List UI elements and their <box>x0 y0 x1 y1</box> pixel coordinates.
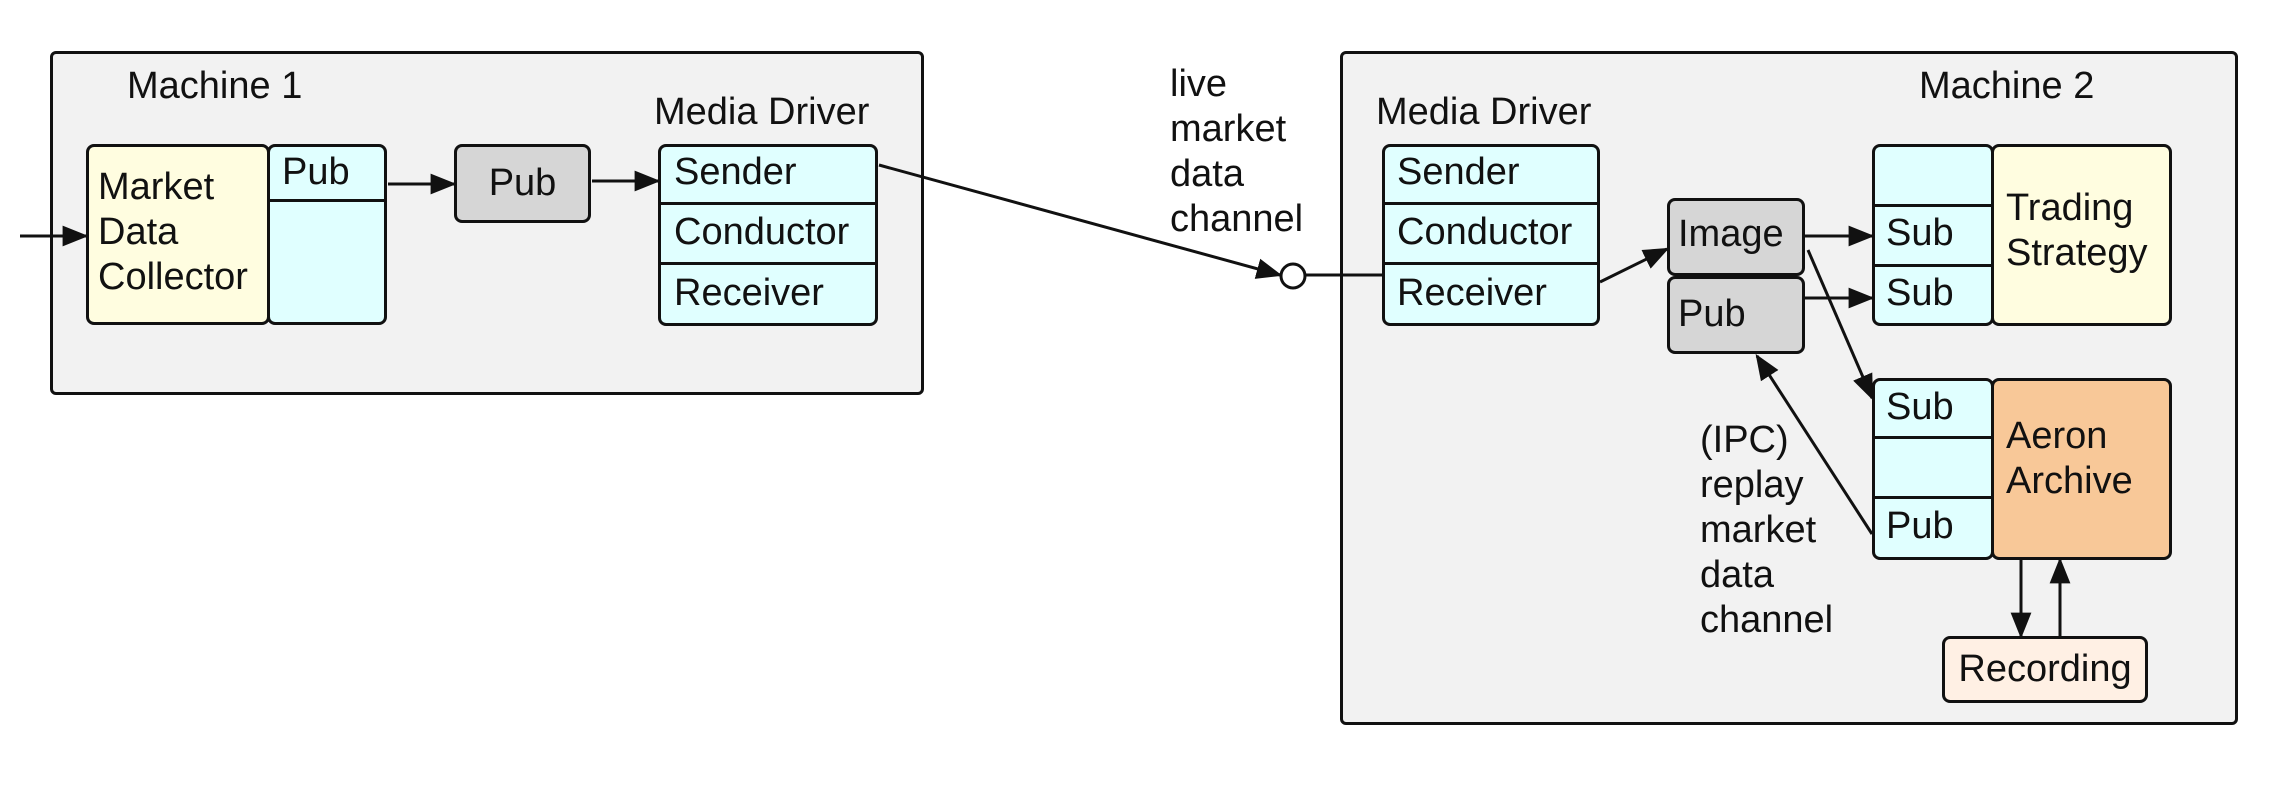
archive-sub-label: Sub <box>1886 386 1954 428</box>
live-channel-endpoint <box>1279 262 1307 290</box>
archive-pub-label: Pub <box>1886 505 1954 547</box>
machine-2-sender: Sender <box>1397 151 1520 193</box>
recording-box: Recording <box>1942 636 2148 703</box>
machine-1-driver-divider-2 <box>658 262 878 265</box>
image-label: Image <box>1678 213 1784 255</box>
machine-1-sender: Sender <box>674 151 797 193</box>
trading-sub-divider-2 <box>1872 264 1994 267</box>
trading-sub-2: Sub <box>1886 272 1954 314</box>
machine-2-driver-divider-1 <box>1382 202 1600 205</box>
machine-1-title: Machine 1 <box>127 65 303 107</box>
trading-strategy-label: Trading Strategy <box>2006 187 2148 274</box>
live-channel-line <box>878 163 1283 279</box>
collector-pub-panel <box>267 144 387 325</box>
ipc-replay-label: (IPC) replay market data channel <box>1700 419 1834 641</box>
live-channel-label: live market data channel <box>1170 63 1304 240</box>
collector-pub-divider <box>267 199 387 202</box>
market-data-collector-label: Market Data Collector <box>98 166 248 298</box>
market-data-collector-box <box>86 144 270 325</box>
machine-1-media-driver-title: Media Driver <box>654 91 870 133</box>
image-box <box>1667 198 1805 276</box>
machine-2-media-driver-title: Media Driver <box>1376 91 1592 133</box>
archive-divider-2 <box>1872 496 1994 499</box>
machine-1-media-driver <box>658 144 878 326</box>
trading-strategy-box <box>1991 144 2172 326</box>
machine-2-pub-box <box>1667 276 1805 354</box>
machine-1-driver-divider-1 <box>658 202 878 205</box>
trading-sub-1: Sub <box>1886 212 1954 254</box>
machine-2-title: Machine 2 <box>1919 65 2095 107</box>
machine-2-media-driver <box>1382 144 1600 326</box>
machine-2-conductor: Conductor <box>1397 211 1573 253</box>
machine-2-pub-label: Pub <box>1678 293 1746 335</box>
machine-1-pub-label: Pub <box>488 162 557 204</box>
machine-2-receiver: Receiver <box>1397 272 1547 314</box>
machine-2-driver-divider-2 <box>1382 262 1600 265</box>
recording-label: Recording <box>1958 648 2132 690</box>
aeron-archive-label: Aeron Archive <box>2006 415 2133 502</box>
trading-sub-panel <box>1872 144 1994 326</box>
receiver-to-image-arrow <box>1599 247 1670 284</box>
machine-1-receiver: Receiver <box>674 272 824 314</box>
image-to-archive-sub-arrow <box>1806 249 1874 401</box>
archive-pub-to-pub-arrow <box>1755 353 1874 535</box>
archive-divider-1 <box>1872 436 1994 439</box>
trading-sub-divider-1 <box>1872 204 1994 207</box>
machine-1-pub-box: Pub <box>454 144 591 223</box>
collector-pub-label: Pub <box>282 151 350 193</box>
machine-1-conductor: Conductor <box>674 211 850 253</box>
aeron-archive-box <box>1991 378 2172 560</box>
